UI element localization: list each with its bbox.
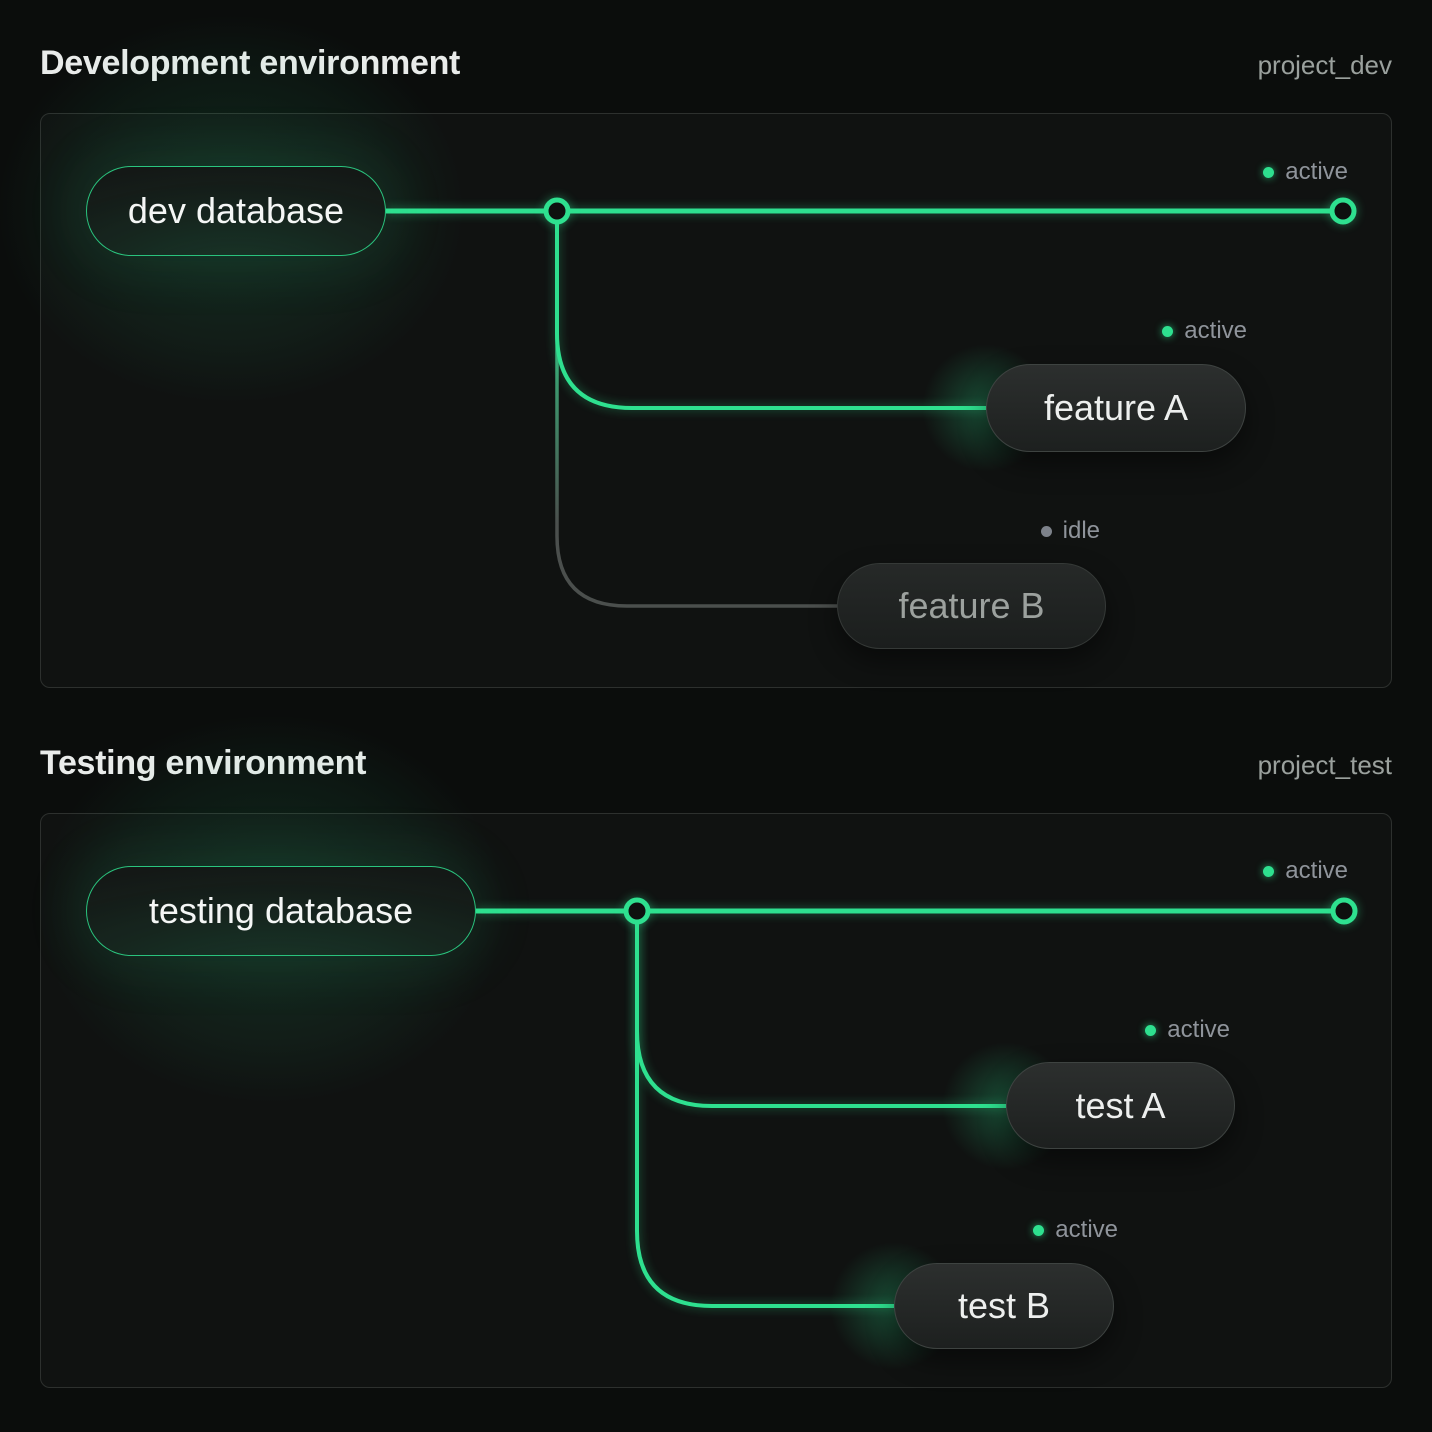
test-a-label: test A [1075, 1084, 1166, 1126]
test-project-label: project_test [1257, 750, 1392, 780]
test-main-head-node [1330, 897, 1358, 925]
dev-branch-graph [386, 197, 1357, 608]
dev-database-label: dev database [127, 190, 345, 231]
dev-section-title: Development environment [40, 44, 461, 82]
test-b-node[interactable]: test B [894, 1263, 1114, 1349]
dev-main-status-text: active [1285, 158, 1348, 185]
testing-database-label: testing database [148, 890, 414, 931]
feature-b-status-text: idle [1062, 517, 1100, 544]
dev-main-status: active [1263, 158, 1348, 186]
test-a-status: active [1145, 1016, 1230, 1044]
feature-b-label: feature B [898, 585, 1045, 626]
test-environment-panel: testing database active active test A ac… [0, 659, 1392, 1391]
dev-branch-line-feature-a [555, 211, 986, 410]
active-status-dot-icon [1162, 325, 1174, 337]
dev-branch-line-feature-b [555, 211, 837, 608]
testing-database-node[interactable]: testing database [86, 866, 476, 956]
active-status-dot-icon [1263, 865, 1275, 877]
test-branch-point-node [623, 897, 651, 925]
test-main-status: active [1263, 857, 1348, 885]
dev-environment-panel: dev database active active feature A idl… [0, 0, 1392, 688]
active-status-dot-icon [1263, 166, 1275, 178]
active-status-dot-icon [1033, 1224, 1045, 1236]
test-main-status-text: active [1285, 857, 1348, 884]
test-b-status-text: active [1055, 1216, 1118, 1243]
feature-a-node[interactable]: feature A [986, 364, 1246, 452]
test-b-label: test B [957, 1285, 1051, 1326]
test-branch-line-test-b [635, 911, 894, 1308]
test-section-title: Testing environment [40, 744, 367, 782]
test-branch-line-test-a [635, 911, 1006, 1108]
feature-a-status-text: active [1184, 317, 1247, 344]
test-branch-graph [476, 897, 1358, 1308]
active-status-dot-icon [1145, 1024, 1157, 1036]
idle-status-dot-icon [1040, 525, 1052, 537]
dev-database-node[interactable]: dev database [86, 166, 386, 256]
test-b-status: active [1033, 1216, 1118, 1244]
feature-b-node[interactable]: feature B [837, 563, 1106, 649]
dev-project-label: project_dev [1257, 50, 1392, 80]
feature-a-status: active [1162, 317, 1247, 345]
dev-branch-point-node [543, 197, 571, 225]
feature-b-status: idle [1040, 517, 1100, 545]
test-a-node[interactable]: test A [1006, 1062, 1235, 1149]
test-a-status-text: active [1167, 1016, 1230, 1043]
dev-main-head-node [1329, 197, 1357, 225]
feature-a-label: feature A [1043, 387, 1189, 428]
